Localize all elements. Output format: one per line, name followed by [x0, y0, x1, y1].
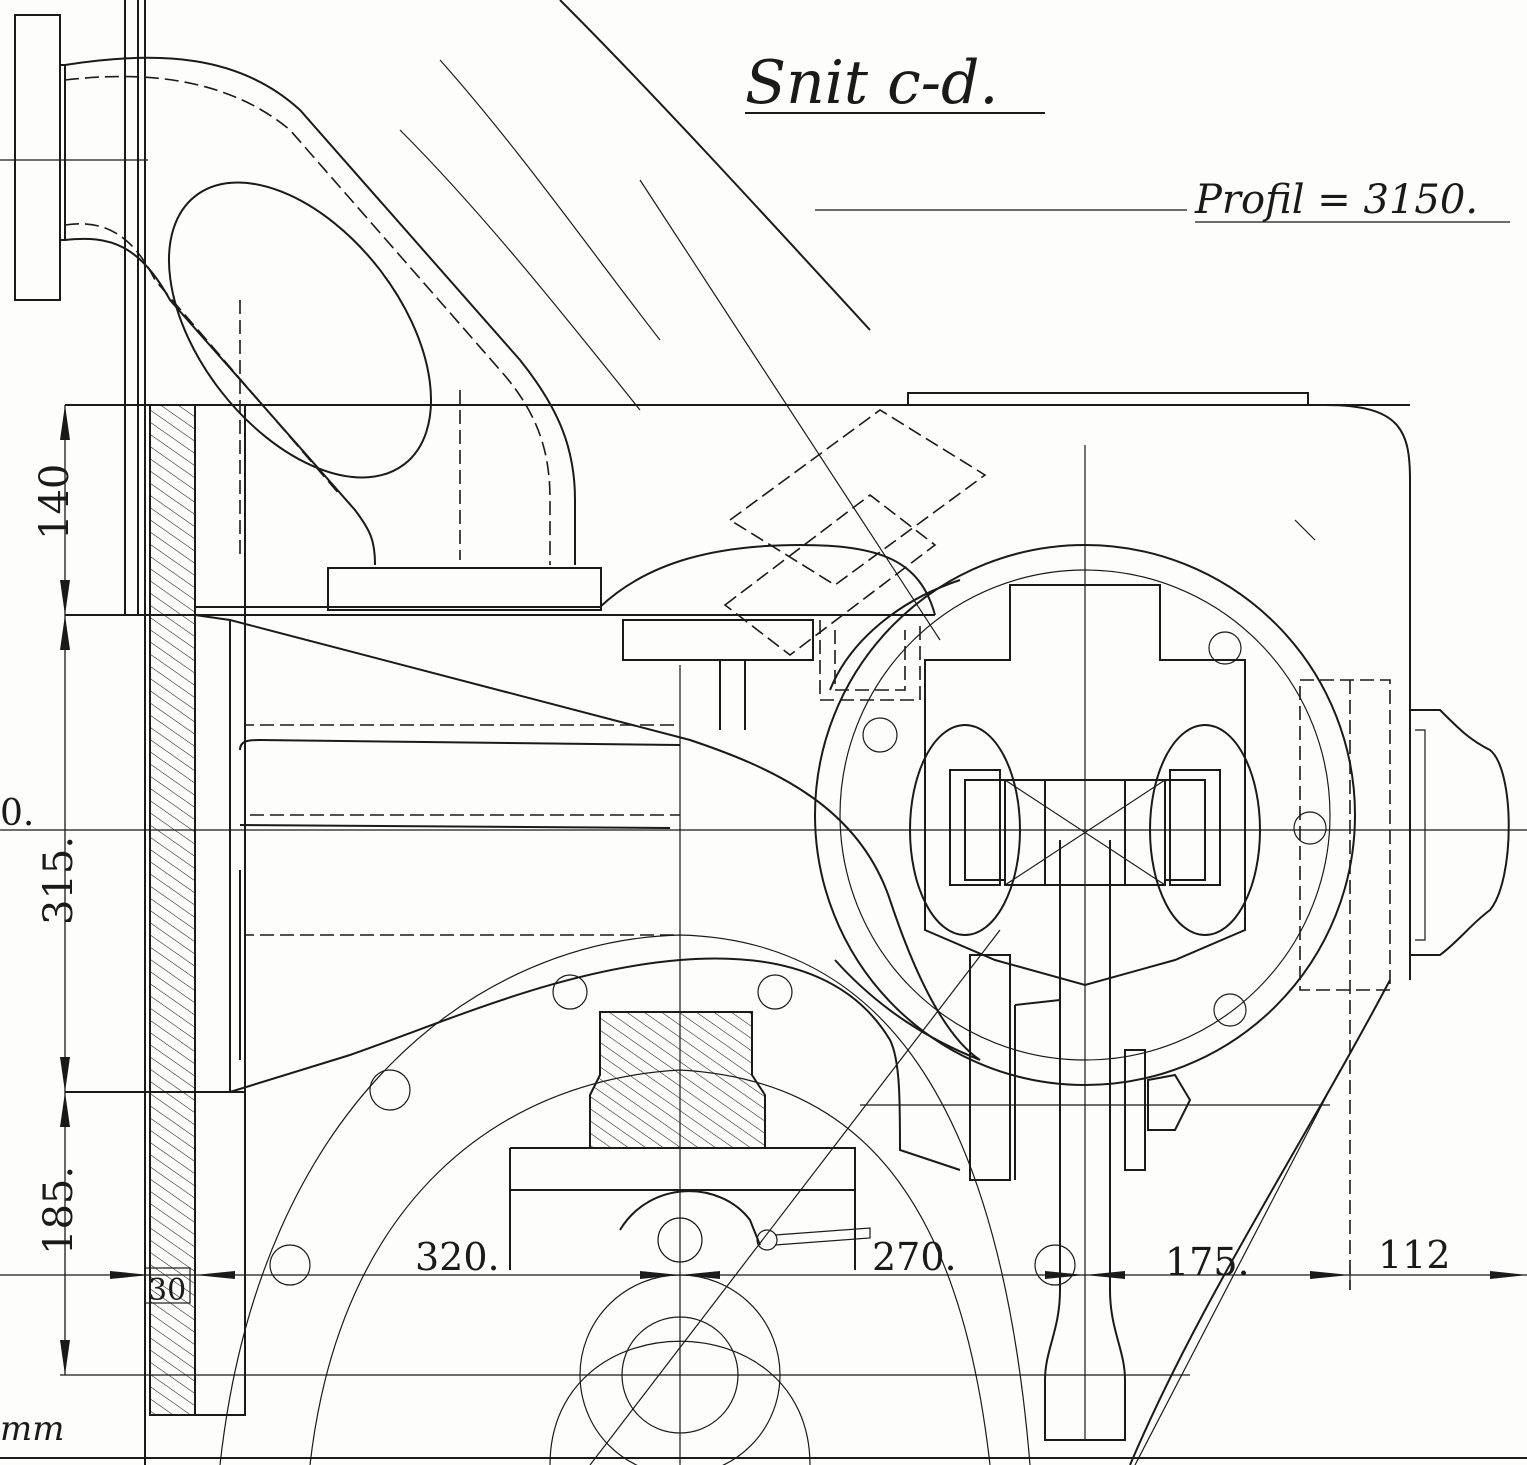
dim-140: 140 [32, 464, 78, 540]
lower-diagonals [589, 929, 1391, 1465]
dim-175: 175. [1165, 1240, 1250, 1284]
cam-box [509, 1147, 871, 1465]
outer-housing-curves [399, 0, 941, 641]
connecting-rod [860, 840, 1330, 1441]
dim-185: 185. [36, 1166, 82, 1255]
dim-edge-0: 0. [0, 793, 34, 834]
dim-edge-mm: mm [0, 1409, 64, 1449]
left-flange [14, 14, 66, 301]
nozzle-channel [194, 614, 981, 1171]
pipe-section-ellipse [167, 181, 433, 479]
right-housing [907, 392, 1510, 1440]
inclined-valve-outline [723, 409, 987, 657]
circular-housing [814, 544, 1356, 1086]
dim-315: 315. [36, 836, 82, 925]
bolt-hole-4 [1213, 993, 1247, 1027]
dim-112: 112 [1378, 1233, 1451, 1277]
dim-30-box [144, 1267, 191, 1304]
dim-30: 30 [148, 1273, 186, 1308]
horizontal-dimension-line [0, 1265, 1527, 1290]
hatched-block [589, 1011, 766, 1149]
bolt-hole-2 [1208, 631, 1242, 665]
drawing-title: Snit c-d. [745, 48, 998, 118]
pipe-base-flange [327, 567, 602, 611]
dim-270: 270. [872, 1235, 957, 1279]
elbow-pipe [64, 56, 602, 611]
dim-320: 320. [415, 1235, 500, 1279]
profile-label: Profil = 3150. [1194, 177, 1478, 223]
vertical-wall-lines [0, 0, 148, 1465]
vertical-dimension-line [60, 405, 70, 1375]
bearing-block [909, 584, 1261, 987]
bolt-hole-3 [1293, 811, 1327, 845]
bolt-hole-1 [862, 717, 898, 753]
hatched-wall [149, 404, 246, 1416]
